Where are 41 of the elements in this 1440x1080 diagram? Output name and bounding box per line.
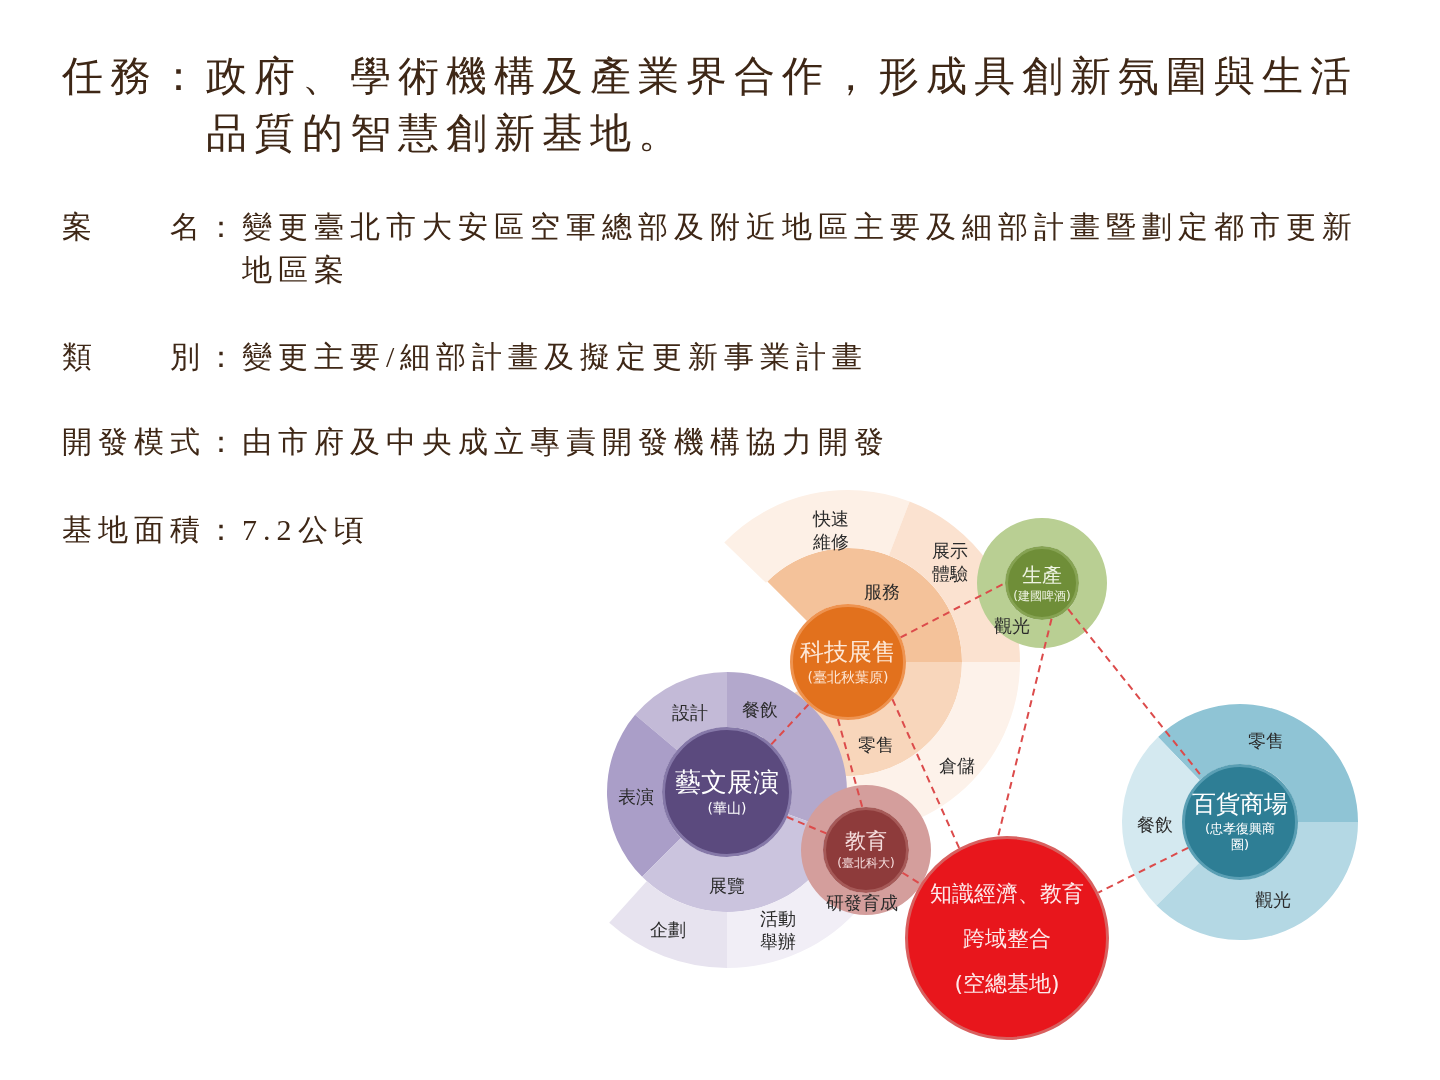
hub-title: 藝文展演	[675, 766, 779, 798]
hub-subtitle: (臺北秋葉原)	[807, 668, 889, 687]
segment-label: 倉儲	[939, 754, 975, 778]
segment-label: 快速維修	[812, 506, 850, 554]
info-line: 基地面積：7.2公頃	[62, 512, 370, 548]
segment-label: 餐飲	[1137, 813, 1173, 837]
hub-title: 知識經濟、教育跨域整合	[929, 879, 1085, 953]
hub-subtitle: (臺北科大)	[837, 856, 895, 872]
hub-title: 科技展售	[800, 637, 896, 667]
segment-label: 服務	[864, 580, 900, 604]
info-line: 開發模式：由市府及中央成立專責開發機構協力開發	[62, 424, 890, 460]
info-line: 類 別：變更主要/細部計畫及擬定更新事業計畫	[62, 339, 869, 375]
hub-title: 生產	[1022, 562, 1062, 587]
dashed-connector	[1097, 846, 1190, 894]
segment-label: 零售	[858, 733, 894, 757]
segment-label: 表演	[618, 785, 654, 809]
dashed-connector	[836, 718, 864, 809]
hub-title: 百貨商場	[1192, 790, 1288, 820]
segment-label: 零售	[1248, 729, 1284, 753]
dashed-connector	[901, 871, 922, 885]
hub-title: 教育	[845, 828, 887, 855]
info-line: 案 名：變更臺北市大安區空軍總部及附近地區主要及細部計畫暨劃定都市更新地區案	[62, 209, 1359, 288]
hub-subtitle: (建國啤酒)	[1013, 588, 1071, 604]
hub-subtitle: (空總基地)	[954, 969, 1060, 998]
segment-label: 展示體驗	[931, 538, 969, 586]
segment-label: 研發育成	[826, 891, 898, 915]
dashed-connector	[770, 703, 810, 746]
segment-label: 活動舉辦	[759, 906, 797, 954]
dashed-connector	[891, 698, 961, 849]
hub-subtitle: (華山)	[707, 799, 747, 818]
dashed-connector	[786, 816, 828, 835]
segment-label: 觀光	[1255, 888, 1291, 912]
page-title: 任務：政府、學術機構及產業界合作，形成具創新氛圍與生活品質的智慧創新基地。	[62, 52, 1359, 158]
segment-label: 餐飲	[742, 698, 778, 722]
segment-label: 設計	[672, 701, 708, 725]
dashed-connector	[899, 582, 1006, 639]
hub-subtitle: (忠孝復興商圈)	[1204, 821, 1276, 854]
segment-label: 觀光	[994, 614, 1030, 638]
segment-label: 企劃	[650, 918, 686, 942]
segment-label: 展覽	[709, 874, 745, 898]
dashed-connector	[997, 617, 1053, 838]
